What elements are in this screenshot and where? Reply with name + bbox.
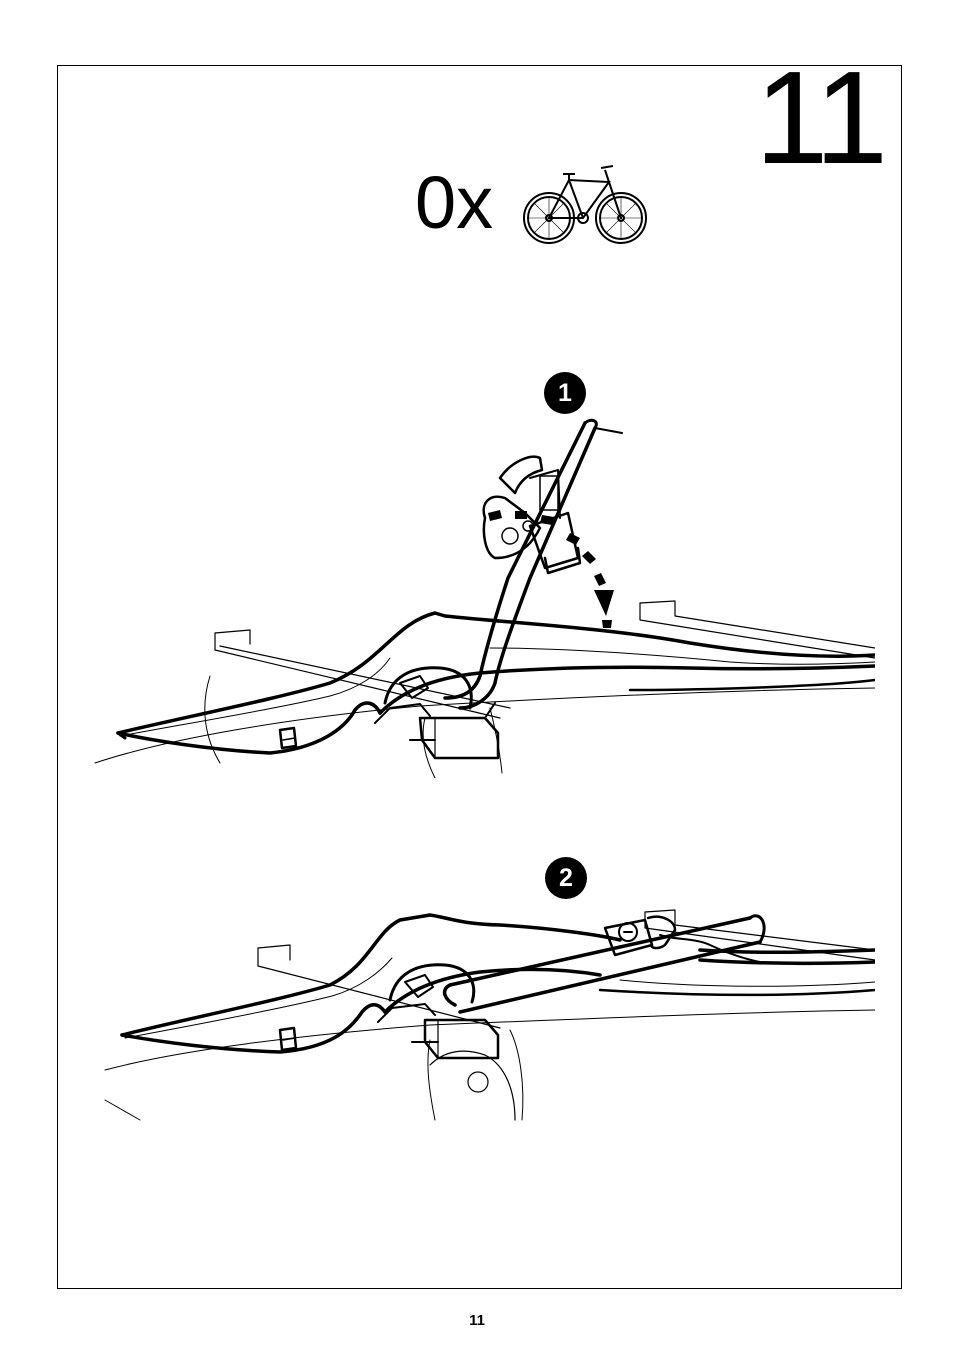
quantity-label: 0x	[415, 166, 493, 240]
step-number: 11	[755, 52, 884, 184]
illustration-arm-folding	[90, 418, 875, 778]
step-badge-1: 1	[544, 372, 586, 414]
page-number: 11	[0, 1312, 954, 1329]
bicycle-icon	[521, 160, 651, 246]
quantity-row: 0x	[415, 158, 651, 248]
illustration-arm-folded	[100, 900, 875, 1125]
step-badge-2: 2	[545, 857, 587, 899]
